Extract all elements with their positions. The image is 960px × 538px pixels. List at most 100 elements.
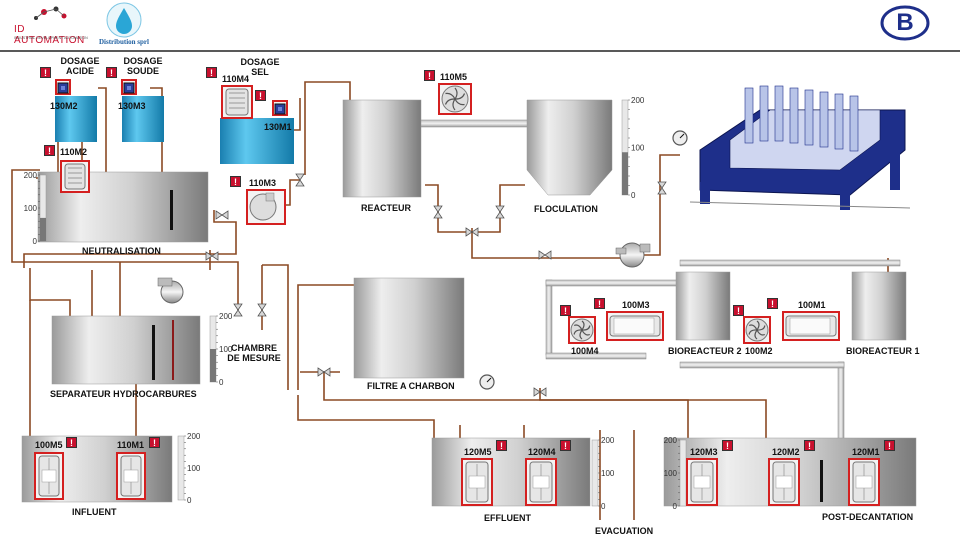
blower-120M5-tag: 120M5	[464, 447, 492, 457]
fan-100M4-tag: 100M4	[571, 346, 599, 356]
alarm-icon[interactable]: !	[106, 67, 117, 78]
valve-icon[interactable]	[317, 367, 331, 377]
filtre-tank	[353, 277, 465, 379]
pump-icon	[249, 192, 277, 221]
dosage-acide-tank	[55, 96, 97, 142]
gauge-tick-label: 200	[601, 436, 615, 445]
bioreacteur2-label: BIOREACTEUR 2	[668, 346, 742, 356]
blower-120M4-tag: 120M4	[528, 447, 556, 457]
blower-icon	[529, 461, 553, 503]
valve-icon[interactable]	[205, 251, 219, 261]
alarm-icon[interactable]: !	[255, 90, 266, 101]
gauge-tick-label: 100	[187, 464, 201, 473]
blower-120M2[interactable]	[768, 458, 800, 506]
mixer-110M2-tag: 110M2	[60, 147, 88, 157]
fan-110M5[interactable]	[438, 83, 472, 115]
gauge-tick-label: 200	[664, 436, 678, 445]
motor-110M4-tag: 110M4	[222, 74, 250, 84]
fan-100M4[interactable]	[568, 316, 596, 344]
bioreacteur1-label: BIOREACTEUR 1	[846, 346, 920, 356]
alarm-icon[interactable]: !	[206, 67, 217, 78]
level-fill	[40, 217, 46, 241]
alarm-icon[interactable]: !	[560, 440, 571, 451]
dosage-sel-tank	[220, 118, 294, 164]
pump-130M1-tag: 130M1	[264, 122, 292, 132]
dosing-pump-130M1[interactable]	[272, 100, 288, 116]
valve-icon[interactable]	[538, 250, 552, 260]
gauge-tick-label: 0	[673, 502, 678, 511]
effluent-label: EFFLUENT	[484, 513, 531, 523]
dosage-soude-tank	[122, 96, 164, 142]
fan-100M2[interactable]	[743, 316, 771, 344]
gauge-tick-label: 100	[601, 469, 615, 478]
valve-icon[interactable]	[465, 227, 479, 237]
alarm-icon[interactable]: !	[496, 440, 507, 451]
reacteur-tank	[342, 99, 422, 198]
valve-icon[interactable]	[257, 303, 267, 317]
id-automation-logo: ID AUTOMATION INDUSTRIAL DEVELOPMENT AUT…	[14, 4, 94, 46]
valve-icon[interactable]	[215, 210, 229, 220]
dosing-pump-130M3[interactable]	[121, 79, 137, 95]
alarm-icon[interactable]: !	[722, 440, 733, 451]
motor-100M1[interactable]	[782, 311, 840, 341]
filtre-label: FILTRE A CHARBON	[367, 381, 455, 391]
blower-120M1[interactable]	[848, 458, 880, 506]
blower-icon	[772, 461, 796, 503]
gauge-tick-label: 0	[187, 496, 192, 505]
alarm-icon[interactable]: !	[804, 440, 815, 451]
alarm-icon[interactable]: !	[594, 298, 605, 309]
mixer-110M4[interactable]	[221, 85, 253, 119]
valve-icon[interactable]	[433, 205, 443, 219]
motor-100M3[interactable]	[606, 311, 664, 341]
neutralisation-label: NEUTRALISATION	[82, 246, 161, 256]
blower-icon	[465, 461, 489, 503]
pump-130M2-tag: 130M2	[50, 101, 78, 111]
transfer-pump-icon[interactable]	[615, 242, 651, 268]
pump-110M3-tag: 110M3	[249, 178, 277, 188]
bioreacteur2-tank	[675, 271, 731, 341]
alarm-icon[interactable]: !	[560, 305, 571, 316]
motor-100M1-tag: 100M1	[798, 300, 826, 310]
alarm-icon[interactable]: !	[40, 67, 51, 78]
dosage-soude-label: DOSAGE SOUDE	[123, 56, 163, 76]
gauge-tick-label: 200	[187, 432, 201, 441]
alarm-icon[interactable]: !	[733, 305, 744, 316]
gauge-tick-label: 100	[664, 469, 678, 478]
bioreacteur1-tank	[851, 271, 907, 341]
valve-icon[interactable]	[233, 303, 243, 317]
alarm-icon[interactable]: !	[884, 440, 895, 451]
dosage-sel-label: DOSAGE SEL	[240, 57, 280, 77]
alarm-icon[interactable]: !	[66, 437, 77, 448]
alarm-icon[interactable]: !	[230, 176, 241, 187]
logo-subtitle: INDUSTRIAL DEVELOPMENT AUTOMATION	[14, 36, 88, 40]
blower-icon	[38, 455, 60, 497]
pump-110M3[interactable]	[246, 189, 286, 225]
fan-100M2-tag: 100M2	[745, 346, 773, 356]
valve-icon[interactable]	[533, 387, 547, 397]
blower-100M5[interactable]	[34, 452, 64, 500]
alarm-icon[interactable]: !	[44, 145, 55, 156]
dose-icon	[274, 103, 286, 115]
blower-icon	[852, 461, 876, 503]
mixer-110M2[interactable]	[60, 160, 90, 193]
separator-pump-icon[interactable]	[157, 277, 184, 304]
chambre-label: CHAMBRE DE MESURE	[227, 343, 281, 363]
motor-v-icon	[225, 88, 249, 116]
dose-icon	[57, 82, 69, 94]
blower-110M1[interactable]	[116, 452, 146, 500]
valve-icon[interactable]	[295, 173, 305, 187]
valve-icon[interactable]	[657, 181, 667, 195]
gauge-tick-label: 100	[219, 345, 233, 354]
blower-120M4[interactable]	[525, 458, 557, 506]
blower-120M5[interactable]	[461, 458, 493, 506]
floculation-label: FLOCULATION	[534, 204, 598, 214]
dosing-pump-130M2[interactable]	[55, 79, 71, 95]
alarm-icon[interactable]: !	[424, 70, 435, 81]
valve-icon[interactable]	[495, 205, 505, 219]
blower-120M3[interactable]	[686, 458, 718, 506]
alarm-icon[interactable]: !	[767, 298, 778, 309]
pump-130M3-tag: 130M3	[118, 101, 146, 111]
blower-100M5-tag: 100M5	[35, 440, 63, 450]
alarm-icon[interactable]: !	[149, 437, 160, 448]
